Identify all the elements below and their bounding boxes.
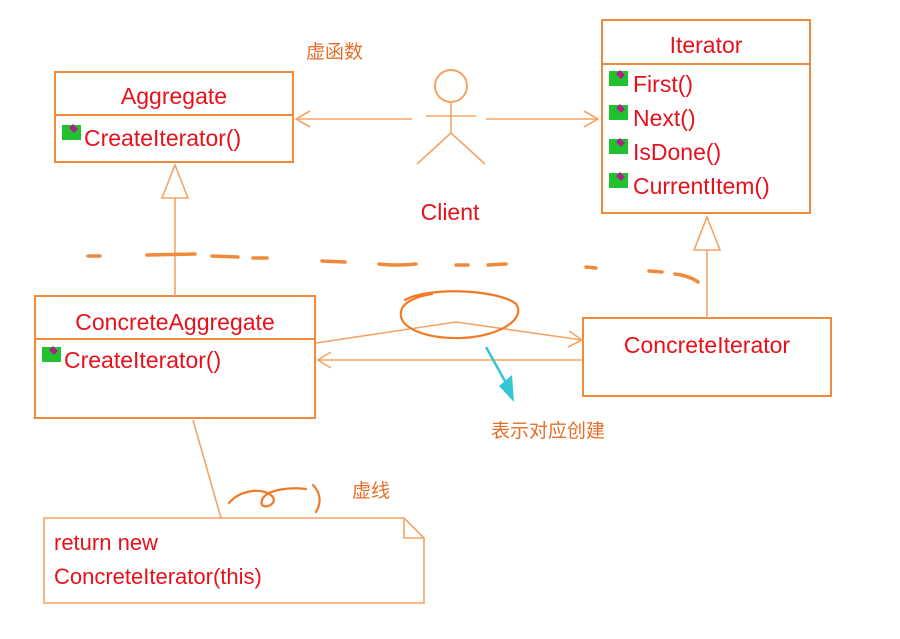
method-icon bbox=[609, 70, 628, 86]
note-line-2: ConcreteIterator(this) bbox=[54, 564, 262, 589]
concrete-aggregate-box bbox=[34, 295, 316, 419]
concrete-iterator-class: ConcreteIterator bbox=[582, 317, 832, 397]
iterator-aggregate-association bbox=[316, 351, 583, 369]
dashed-line-annotation: 虚线 bbox=[352, 480, 390, 502]
concrete-iterator-box bbox=[582, 317, 832, 397]
hand-drawn-ellipse bbox=[399, 290, 520, 340]
iterator-class: Iterator First() Next() IsDone() Current… bbox=[601, 19, 811, 214]
client-label: Client bbox=[421, 199, 480, 225]
hand-drawn-dashed-line bbox=[86, 252, 700, 284]
iterator-method-currentitem: CurrentItem() bbox=[633, 173, 770, 199]
actor-right-leg bbox=[450, 132, 486, 165]
client-actor: Client bbox=[416, 69, 486, 225]
client-iterator-association bbox=[486, 110, 600, 128]
virtual-function-annotation: 虚函数 bbox=[306, 41, 363, 63]
iterator-box bbox=[601, 19, 811, 214]
concrete-aggregate-class: ConcreteAggregate CreateIterator() bbox=[34, 295, 316, 419]
aggregate-title: Aggregate bbox=[121, 83, 227, 109]
hand-drawn-scribble bbox=[227, 483, 321, 514]
iterator-method-first: First() bbox=[633, 71, 693, 97]
actor-left-leg bbox=[416, 132, 452, 165]
aggregate-method: CreateIterator() bbox=[84, 125, 241, 151]
pointer-arrow bbox=[484, 346, 514, 402]
iterator-title: Iterator bbox=[670, 32, 743, 58]
implementation-note: return new ConcreteIterator(this) bbox=[43, 419, 425, 604]
client-aggregate-association bbox=[294, 110, 412, 128]
actor-head bbox=[434, 69, 468, 103]
aggregate-generalization bbox=[160, 162, 190, 296]
method-icon bbox=[62, 124, 81, 140]
aggregate-class: Aggregate CreateIterator() bbox=[54, 71, 294, 163]
note-line-1: return new bbox=[54, 530, 158, 555]
note-anchor-line bbox=[192, 419, 222, 519]
iterator-generalization bbox=[692, 214, 722, 318]
method-icon bbox=[609, 138, 628, 154]
iterator-method-next: Next() bbox=[633, 105, 696, 131]
method-icon bbox=[609, 104, 628, 120]
method-icon bbox=[42, 346, 61, 362]
concrete-aggregate-title: ConcreteAggregate bbox=[75, 309, 274, 335]
method-icon bbox=[609, 172, 628, 188]
creation-annotation: 表示对应创建 bbox=[491, 420, 605, 442]
iterator-method-isdone: IsDone() bbox=[633, 139, 721, 165]
note-box bbox=[43, 517, 425, 604]
concrete-iterator-title: ConcreteIterator bbox=[624, 332, 791, 358]
aggregate-box bbox=[54, 71, 294, 163]
concrete-aggregate-method: CreateIterator() bbox=[64, 347, 221, 373]
creation-dependency-arrow bbox=[315, 321, 584, 348]
